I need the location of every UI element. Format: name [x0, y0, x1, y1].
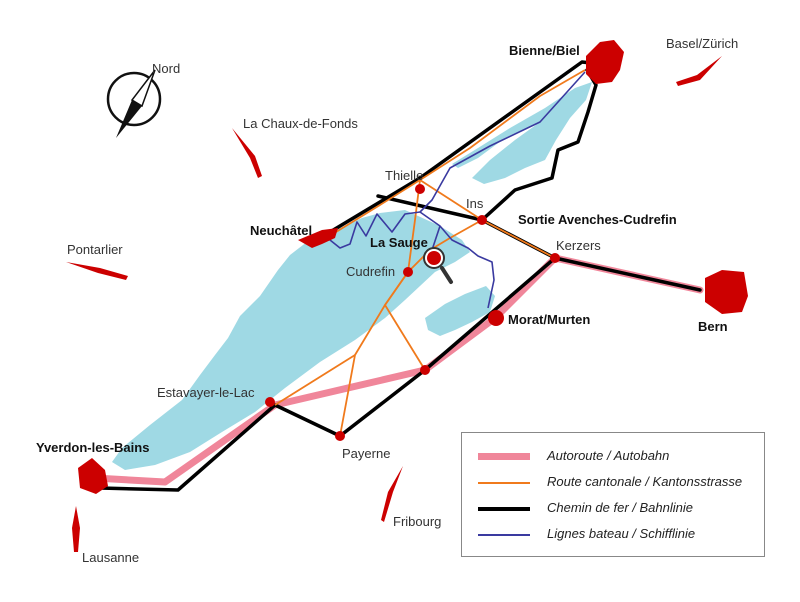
lake-morat [425, 286, 495, 336]
legend-item-autoroute: Autoroute / Autobahn [476, 447, 761, 467]
station-markers [265, 184, 560, 441]
boat-swatch [478, 534, 530, 536]
label-basel-zurich: Basel/Zürich [666, 36, 739, 51]
legend-label-boat: Lignes bateau / Schifflinie [547, 526, 696, 541]
lake-bienne [452, 82, 592, 184]
label-cudrefin: Cudrefin [346, 264, 396, 279]
compass-north-arrow-icon [106, 69, 162, 138]
label-sortie-avenches-cudrefin: Sortie Avenches-Cudrefin [518, 212, 677, 227]
city-neuchatel [298, 228, 338, 248]
label-bienne-biel: Bienne/Biel [509, 43, 580, 58]
label-la-sauge: La Sauge [370, 235, 428, 250]
label-la-chaux-de-fonds: La Chaux-de-Fonds [243, 116, 358, 131]
pontarlier-direction-arrow-icon [66, 262, 128, 280]
label-thielle: Thielle [385, 168, 424, 183]
boat-lines [324, 71, 586, 309]
railway-swatch [478, 507, 530, 511]
lake-neuchatel [112, 210, 470, 470]
legend-item-boat: Lignes bateau / Schifflinie [476, 525, 761, 545]
autoroute-swatch [478, 453, 530, 460]
legend-item-route: Route cantonale / Kantonsstrasse [476, 473, 761, 493]
city-yverdon [78, 458, 108, 494]
map-legend: Autoroute / Autobahn Route cantonale / K… [461, 432, 765, 557]
label-yverdon-les-bains: Yverdon-les-Bains [36, 440, 150, 455]
label-payerne: Payerne [342, 446, 391, 461]
label-morat-murten: Morat/Murten [508, 312, 591, 327]
compass-label: Nord [152, 61, 181, 76]
label-kerzers: Kerzers [556, 238, 601, 253]
lausanne-direction-arrow-icon [72, 506, 80, 552]
label-pontarlier: Pontarlier [67, 242, 123, 257]
chaux-direction-arrow-icon [232, 128, 262, 178]
legend-label-route: Route cantonale / Kantonsstrasse [547, 474, 743, 489]
label-neuchatel: Neuchâtel [250, 223, 313, 238]
label-lausanne: Lausanne [82, 550, 140, 565]
city-bern [705, 270, 748, 314]
label-fribourg: Fribourg [393, 514, 442, 529]
basel-direction-arrow-icon [676, 56, 722, 86]
legend-item-railway: Chemin de fer / Bahnlinie [476, 499, 761, 519]
city-bienne [586, 40, 624, 84]
magnifier-pin-icon [423, 247, 453, 284]
fribourg-direction-arrow-icon [381, 466, 403, 522]
legend-label-railway: Chemin de fer / Bahnlinie [547, 500, 693, 515]
label-bern: Bern [698, 319, 728, 334]
label-estavayer-le-lac: Estavayer-le-Lac [157, 385, 255, 400]
route-swatch [478, 482, 530, 484]
label-ins: Ins [466, 196, 484, 211]
legend-label-autoroute: Autoroute / Autobahn [547, 448, 670, 463]
